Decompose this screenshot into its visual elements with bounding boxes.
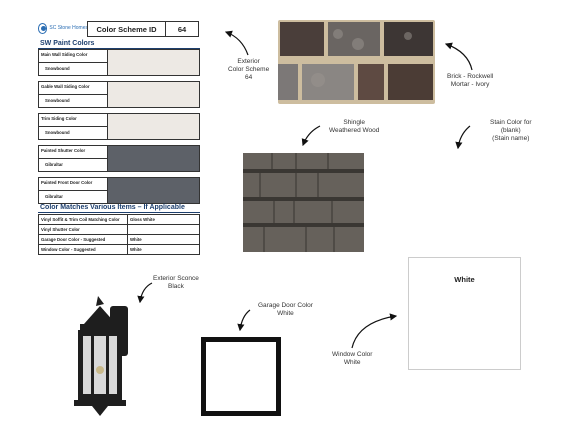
callout-line: White (277, 309, 294, 317)
sconce-icon (70, 296, 140, 416)
paint-row-value: Gibraltar (39, 159, 107, 172)
builder-logo: SC Stone Homes (38, 21, 88, 35)
callout-line: Brick - Rockwell (447, 73, 494, 80)
paint-row-label: Main Wall Siding Color (39, 50, 107, 63)
sw-paint-divider (38, 48, 200, 49)
callout-line: Window Color (332, 351, 373, 358)
sw-paint-title: SW Paint Colors (40, 40, 95, 47)
logo-text: SC Stone Homes (49, 25, 88, 31)
paint-swatch (108, 82, 199, 108)
color-scheme-id-box: Color Scheme ID 64 (87, 21, 199, 37)
matches-title: Color Matches Various Items – If Applica… (40, 204, 185, 211)
arrow-exterior (224, 30, 249, 56)
paint-swatch (108, 114, 199, 140)
callout-line: Weathered Wood (329, 126, 380, 134)
window-callout: Window Color White (332, 351, 372, 367)
color-scheme-id: 64 (177, 24, 187, 34)
paint-row-label: Painted Front Door Color (39, 178, 107, 191)
callout-line: Black (167, 282, 184, 290)
callout-line: Exterior Sconce (153, 275, 199, 282)
garage-door-swatch (201, 337, 281, 416)
brick-sample-image (278, 20, 435, 104)
paint-swatch (108, 146, 199, 172)
callout-line: Garage Door Color (258, 302, 313, 309)
brick-callout: Brick - Rockwell Mortar - Ivory (447, 73, 493, 89)
callout-line: Color Scheme (228, 65, 270, 73)
callout-line: Stain Color for (490, 119, 532, 126)
shingle-callout: Shingle Weathered Wood (329, 119, 379, 135)
paint-row-value: Snowbound (39, 127, 107, 140)
arrow-stain (455, 125, 471, 150)
match-value: White (127, 244, 200, 255)
matches-divider (38, 212, 200, 213)
window-color-swatch: White (408, 257, 521, 370)
white-swatch-label: White (454, 275, 475, 284)
stain-callout: Stain Color for (blank) (Stain name) (490, 119, 532, 142)
arrow-sconce (137, 282, 153, 304)
arrow-brick (444, 42, 473, 71)
paint-row-label: Gable Wall Siding Color (39, 82, 107, 95)
paint-row-label: Painted Shutter Color (39, 146, 107, 159)
paint-swatch (108, 50, 199, 76)
paint-row-label: Trim Siding Color (39, 114, 107, 127)
sconce-callout: Exterior Sconce Black (153, 275, 199, 291)
logo-icon (38, 22, 48, 34)
arrow-shingle (301, 125, 321, 147)
callout-line: Mortar - Ivory (450, 80, 490, 88)
callout-line: White (343, 358, 361, 366)
callout-line: Shingle (343, 119, 366, 126)
shingle-sample-image (243, 153, 364, 252)
paint-swatch (108, 178, 199, 204)
paint-row-value: Gibraltar (39, 191, 107, 204)
callout-line: (Stain name) (492, 134, 530, 142)
arrow-window (351, 313, 398, 349)
color-scheme-label: Color Scheme ID (88, 22, 166, 36)
garage-callout: Garage Door Color White (258, 302, 313, 318)
callout-line: (blank) (500, 126, 521, 134)
callout-line: 64 (244, 73, 253, 81)
arrow-garage (237, 309, 251, 332)
callout-line: Exterior (237, 58, 260, 65)
paint-row-value: Snowbound (39, 95, 107, 108)
exterior-scheme-callout: Exterior Color Scheme 64 (228, 58, 269, 81)
paint-row-value: Snowbound (39, 63, 107, 76)
